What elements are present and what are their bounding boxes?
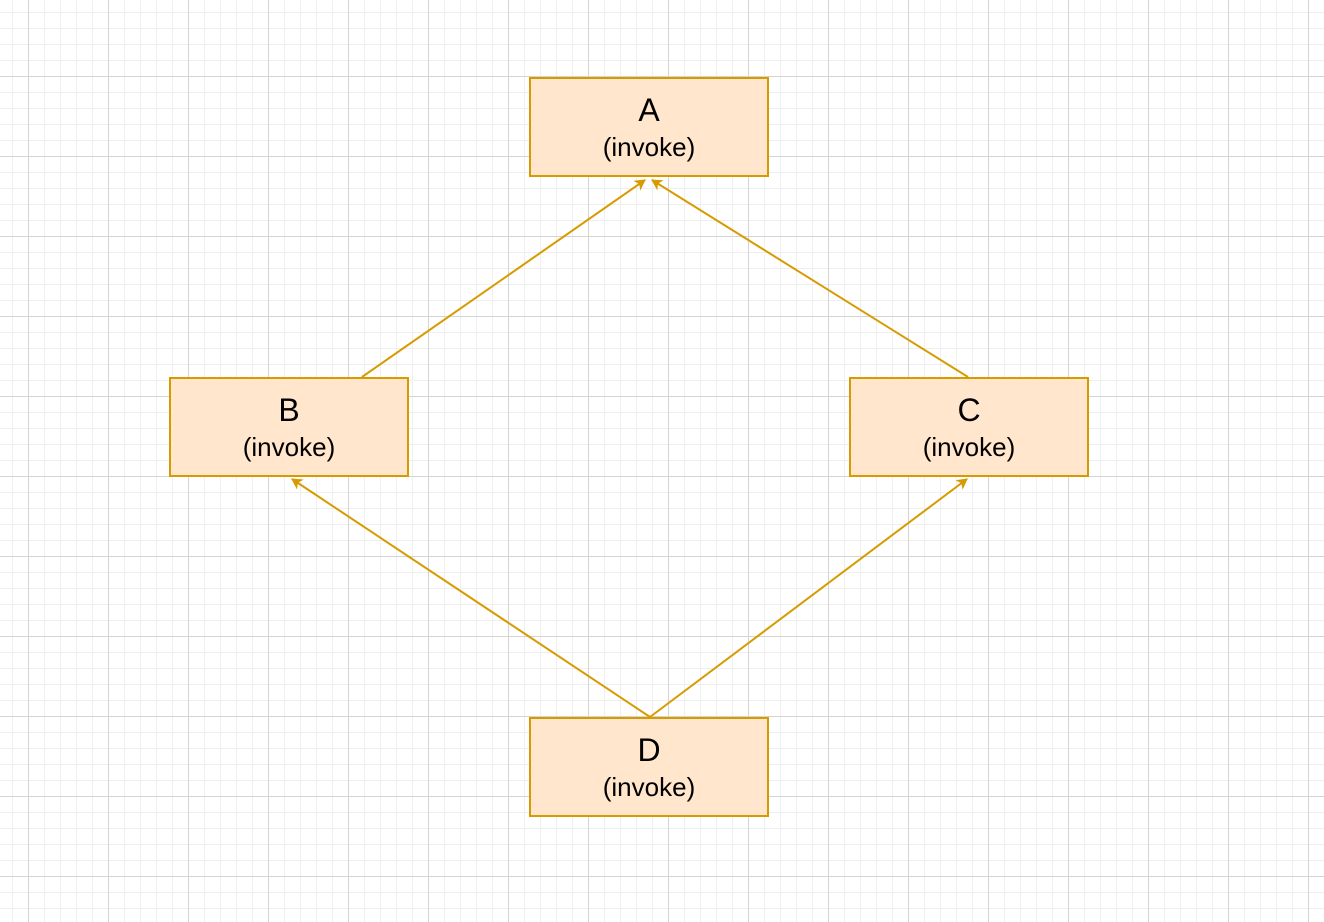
node-a[interactable]: A (invoke) (529, 77, 769, 177)
node-d[interactable]: D (invoke) (529, 717, 769, 817)
node-b-sublabel: (invoke) (242, 432, 336, 462)
node-a-sublabel: (invoke) (602, 132, 696, 162)
edge-b-to-a (361, 179, 646, 378)
node-b[interactable]: B (invoke) (169, 377, 409, 477)
edge-d-to-c (649, 478, 968, 718)
node-c-label: C (957, 392, 981, 428)
node-c[interactable]: C (invoke) (849, 377, 1089, 477)
node-c-sublabel: (invoke) (922, 432, 1016, 462)
edge-c-to-a (651, 179, 969, 378)
node-a-label: A (638, 92, 660, 128)
node-d-label: D (637, 732, 661, 768)
edge-d-to-b (291, 478, 651, 718)
node-d-sublabel: (invoke) (602, 772, 696, 802)
node-b-label: B (278, 392, 300, 428)
